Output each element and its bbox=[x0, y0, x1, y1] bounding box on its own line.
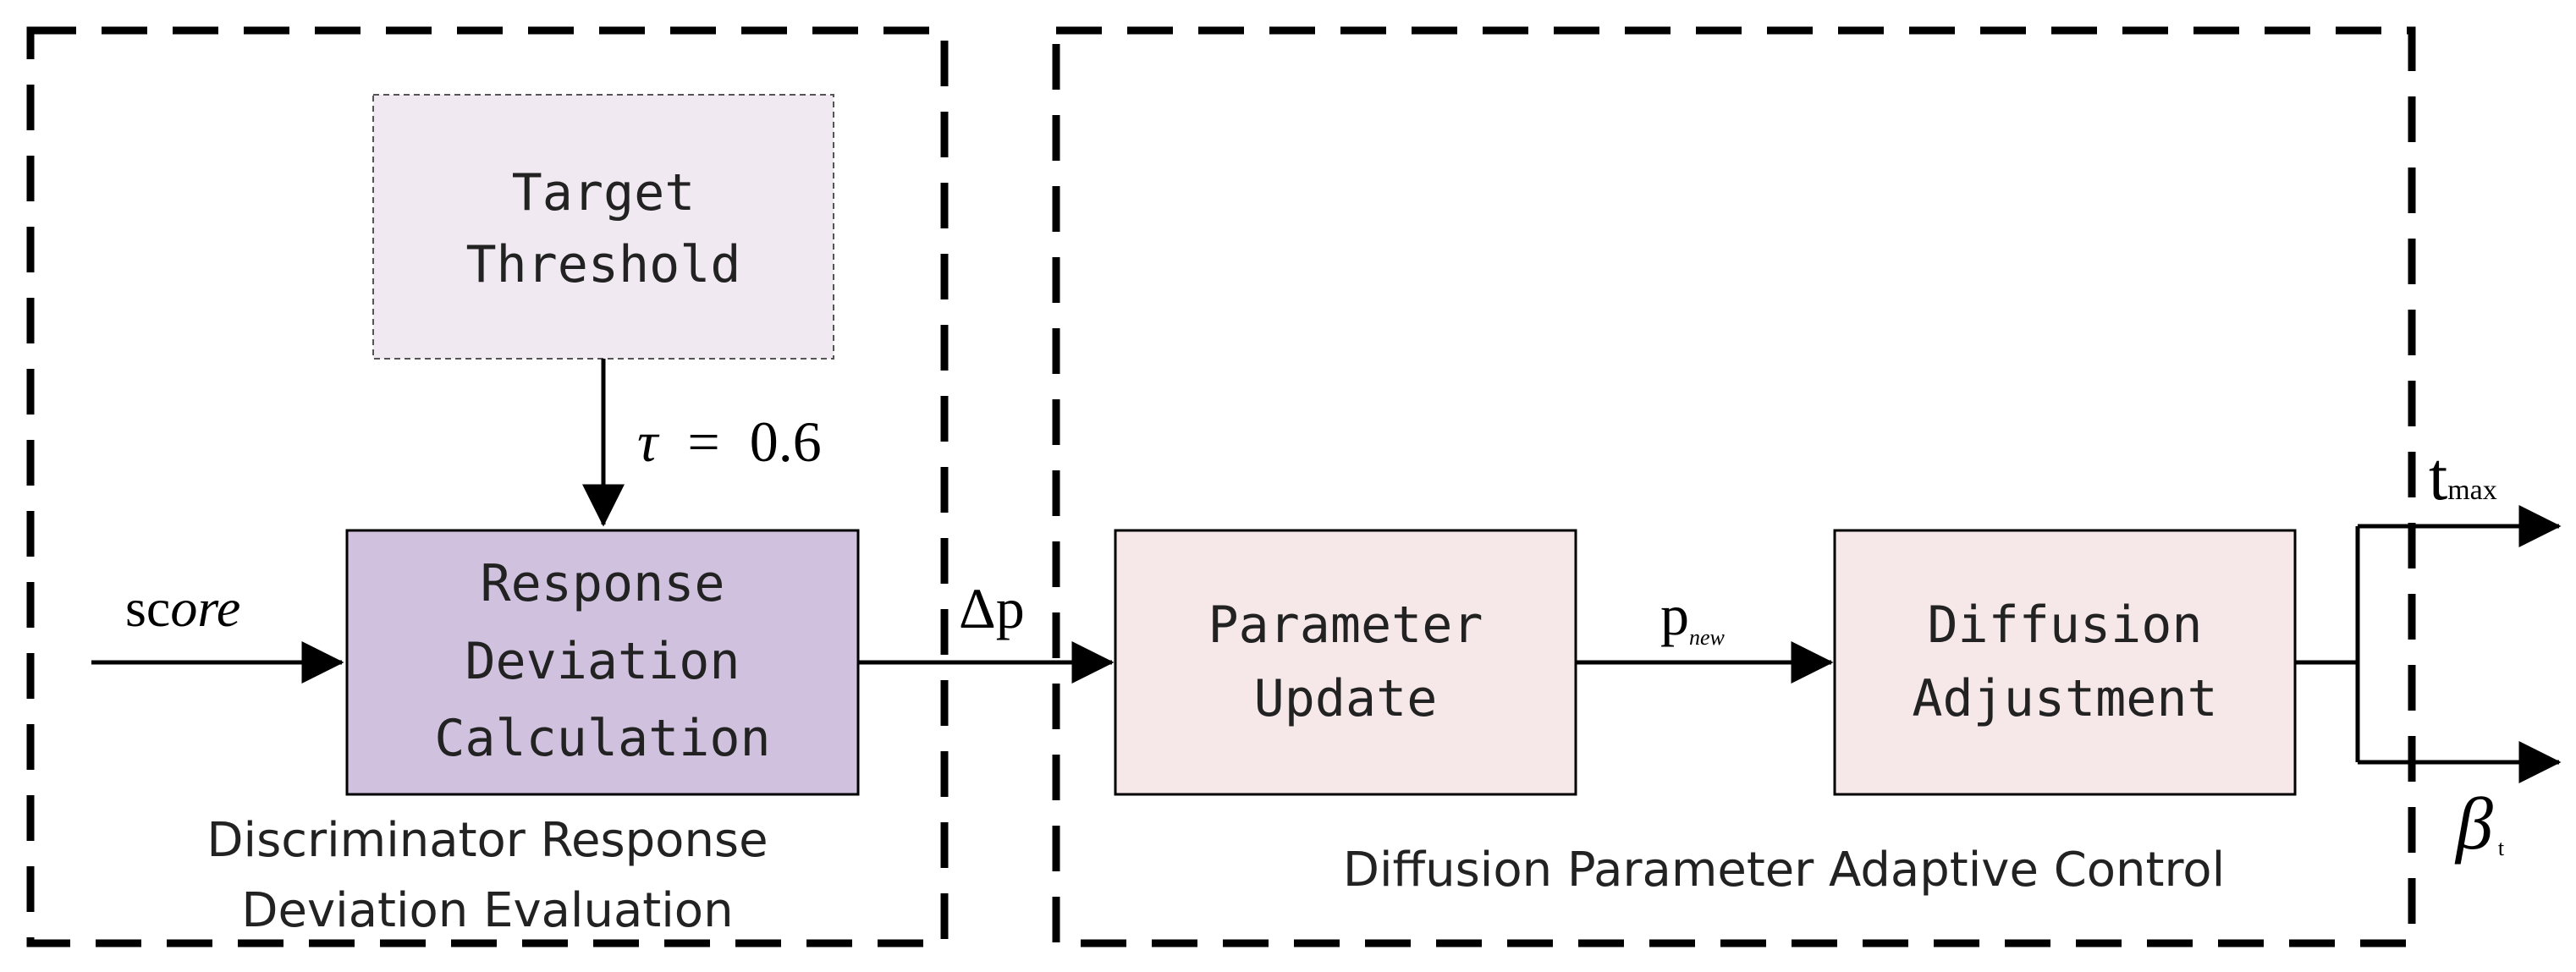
score-label-upright: sc bbox=[125, 578, 170, 638]
t-max-subscript: max bbox=[2447, 475, 2497, 506]
score-label: score bbox=[125, 578, 240, 638]
diffusion-adjustment-box bbox=[1833, 529, 2297, 796]
left-group-caption-line-1: Discriminator Response bbox=[206, 813, 768, 868]
beta-t-subscript: t bbox=[2498, 836, 2505, 860]
target-threshold-label-line-2: Threshold bbox=[465, 235, 740, 294]
diffusion-adjustment-label-line-1: Diffusion bbox=[1927, 596, 2202, 655]
beta-t-main: β bbox=[2454, 783, 2493, 865]
group-frame-discriminator-response bbox=[26, 26, 949, 947]
response-deviation-label-line-1: Response bbox=[481, 554, 725, 613]
tau-symbol: τ bbox=[637, 409, 660, 474]
score-label-italic: ore bbox=[170, 578, 240, 638]
target-threshold-label-line-1: Target bbox=[512, 163, 696, 222]
parameter-update-label-line-1: Parameter bbox=[1208, 596, 1483, 655]
p-new-subscript: new bbox=[1689, 625, 1726, 650]
response-deviation-label-line-2: Deviation bbox=[465, 632, 740, 691]
left-group-caption-line-2: Deviation Evaluation bbox=[241, 883, 733, 938]
parameter-update-box bbox=[1114, 529, 1577, 796]
group-frame-diffusion-control bbox=[1052, 26, 2416, 947]
p-new-main: p bbox=[1660, 583, 1689, 647]
t-max-label: tmax bbox=[2429, 440, 2497, 514]
p-new-label: pnew bbox=[1660, 583, 1726, 650]
t-max-main: t bbox=[2429, 440, 2447, 514]
right-group-caption: Diffusion Parameter Adaptive Control bbox=[1343, 843, 2225, 898]
diffusion-adjustment-label-line-2: Adjustment bbox=[1912, 669, 2217, 728]
parameter-update-label-line-2: Update bbox=[1254, 669, 1438, 728]
response-deviation-box bbox=[345, 529, 860, 796]
tau-label: τ = 0.6 bbox=[637, 409, 822, 474]
response-deviation-label-line-3: Calculation bbox=[434, 709, 770, 768]
delta-p-label: Δp bbox=[959, 576, 1025, 640]
target-threshold-box bbox=[372, 94, 834, 360]
tau-value: 0.6 bbox=[750, 409, 822, 474]
tau-equals: = bbox=[687, 409, 719, 474]
